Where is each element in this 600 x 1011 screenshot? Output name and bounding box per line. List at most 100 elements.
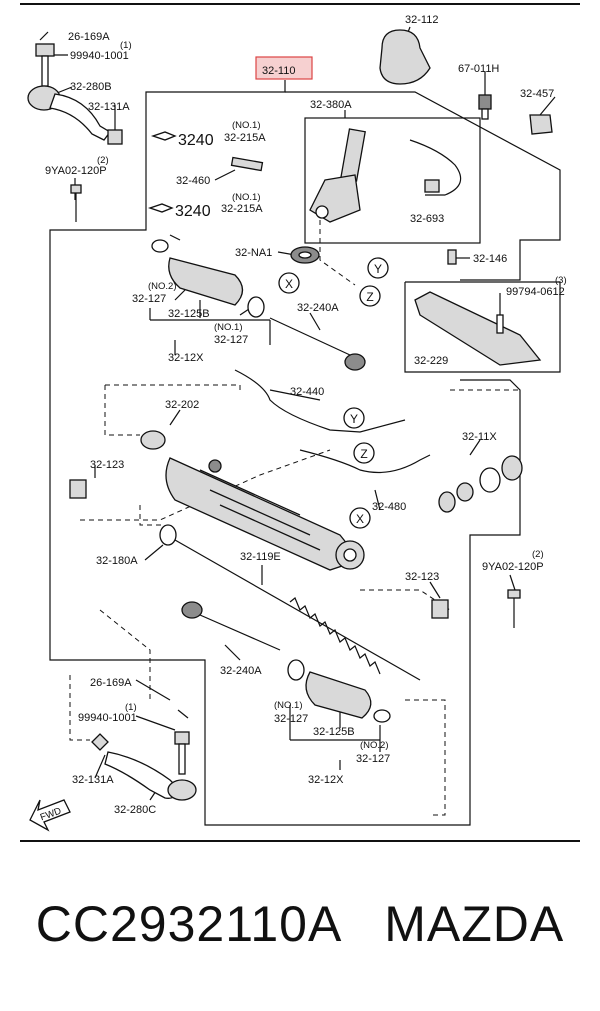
dash-region-h [69,675,90,741]
clamp-top-no2 [151,239,169,253]
label-3240-b: 3240 [175,203,211,220]
inner-tie-rod-top [269,317,366,371]
callout-x1: X [278,272,300,294]
dash-region-d [139,505,165,526]
label-32-180a: 32-180A [96,555,138,567]
bolt-99794 [496,314,504,334]
rack-housing [140,430,365,571]
label-99940-bot: 99940-1001 [78,712,137,724]
label-qty-1-bot: (1) [125,702,137,713]
callout-x2-text: X [356,512,364,526]
bracket-box [404,281,561,373]
clip-32-457 [529,114,553,135]
callout-y1: Y [367,257,389,279]
clamp-top-no1 [247,296,265,318]
pipe-32-480 [299,449,431,474]
assembly-boundary-right [285,91,561,281]
label-32-12x-a: 32-12X [168,352,204,364]
bolt-right [507,589,521,628]
clamp-bottom-no1 [287,659,305,681]
arrow-3240-a [150,131,177,141]
label-32-240a-b: 32-240A [220,665,262,677]
label-32-127-d: 32-127 [356,753,390,765]
label-32-127-b: 32-127 [214,334,248,346]
assembly-boundary [49,80,521,826]
nut-32-na1 [290,246,320,264]
dash-region-a [105,384,241,390]
label-99794: 99794-0612 [506,286,565,298]
label-32-215a-b: 32-215A [221,203,263,215]
label-qty-1-top: (1) [120,40,132,51]
sensor-32-693 [424,179,440,193]
label-26-169a-top: 26-169A [68,31,110,43]
cotter-pin-top [39,31,49,41]
label-32-280c: 32-280C [114,804,156,816]
label-32-693: 32-693 [410,213,444,225]
label-32-125b-b: 32-125B [313,726,355,738]
callout-z1: Z [359,285,381,307]
label-32-380a: 32-380A [310,99,352,111]
rack-32-119e [174,539,421,681]
pinion-box [304,117,481,244]
label-32-119e: 32-119E [240,551,281,563]
label-qty-3: (3) [555,275,567,286]
label-32-146: 32-146 [473,253,507,265]
label-qty-2-right: (2) [532,549,544,560]
label-9ya02-right: 9YA02-120P [482,561,544,573]
label-32-125b-a: 32-125B [168,308,210,320]
grommet-67-011H [478,94,492,120]
boot-top [168,257,244,306]
footer-part-number: CC2932110A [35,896,340,952]
label-32-123-b: 32-123 [405,571,439,583]
callout-x1-text: X [285,277,293,291]
label-no1-127c: (NO.1) [274,700,303,711]
label-32-480: 32-480 [372,501,406,513]
bushing-32-123-a [69,479,87,499]
dash-region-j [319,220,356,286]
fwd-arrow-icon [29,799,71,832]
pinion-boot [379,29,431,85]
boot-bottom [305,671,372,719]
label-32-127-a: 32-127 [132,293,166,305]
label-32-440: 32-440 [290,386,324,398]
clamp-bottom-no2 [373,709,391,723]
label-32-127-c: 32-127 [274,713,308,725]
dash-region-c [80,449,331,521]
label-32-na1: 32-NA1 [235,247,272,259]
label-67-011h: 67-011H [458,63,499,75]
label-no1-127b: (NO.1) [214,322,243,333]
callout-z2-text: Z [360,447,367,461]
label-32-229: 32-229 [414,355,448,367]
label-99940-top: 99940-1001 [70,50,129,62]
pipe-32-440 [234,369,406,433]
label-32-131a-bot: 32-131A [72,774,114,786]
label-32-12x-b: 32-12X [308,774,344,786]
label-32-112: 32-112 [405,14,438,26]
screw-32-146 [447,249,457,265]
label-32-202: 32-202 [165,399,199,411]
label-9ya02-left: 9YA02-120P [45,165,107,177]
screw-32-460 [230,156,264,172]
label-32-460: 32-460 [176,175,210,187]
label-32-280b: 32-280B [70,81,112,93]
label-3240-a: 3240 [178,132,214,149]
label-32-131a-top: 32-131A [88,101,130,113]
footer-title: CC2932110A MAZDA [0,895,600,953]
label-32-215a-a: 32-215A [224,132,266,144]
arrow-3240-b [147,203,174,213]
inner-tie-rod-bottom [181,601,281,651]
dash-region-i [405,699,446,816]
callout-y2: Y [343,407,365,429]
label-no1-b: (NO.1) [232,192,261,203]
dash-region-b [104,385,140,436]
dash-region-g [99,609,151,700]
tie-rod-end-bottom [91,731,197,801]
label-32-11x: 32-11X [462,431,497,443]
cotter-pin [177,709,189,719]
label-32-110: 32-110 [262,65,295,77]
callout-y1-text: Y [374,262,382,276]
bushing-32-123-b [431,599,449,619]
pinion-housing [309,128,366,223]
bolt-left [70,184,82,222]
parts-32-11x [438,455,523,513]
